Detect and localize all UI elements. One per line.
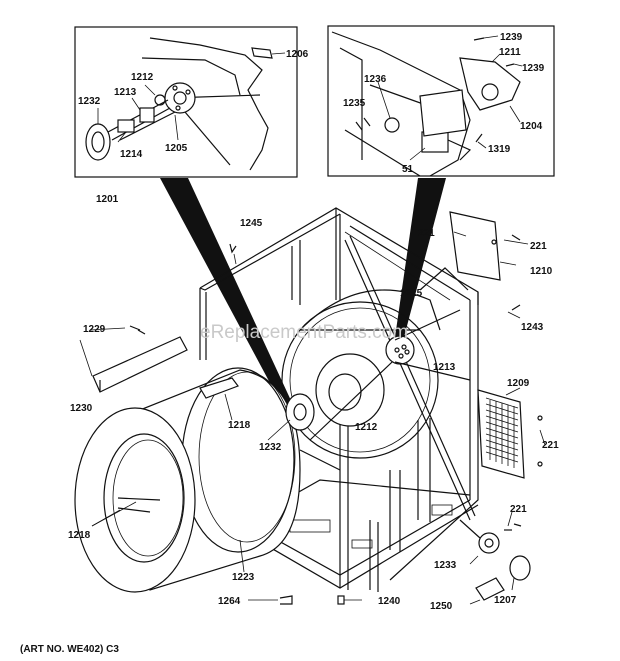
duct-panel-1210 — [449, 211, 529, 281]
label-1229: 1229 — [83, 324, 106, 335]
label-1223: 1223 — [232, 572, 255, 583]
label-1240: 1240 — [378, 596, 401, 607]
label-51: 51 — [402, 164, 414, 175]
label-1239-top: 1239 — [500, 32, 523, 43]
label-1204: 1204 — [520, 121, 543, 132]
rear-bulkhead — [281, 289, 471, 459]
label-1205: 1205 — [165, 143, 188, 154]
label-1230: 1230 — [70, 403, 93, 414]
label-1236: 1236 — [364, 74, 387, 85]
base-fasteners — [229, 243, 362, 605]
label-221-bottom: 221 — [510, 504, 527, 515]
label-1214: 1214 — [120, 149, 143, 160]
label-1319: 1319 — [488, 144, 511, 155]
art-number-caption: (ART NO. WE402) C3 — [20, 644, 119, 655]
label-1218-top: 1218 — [228, 420, 251, 431]
label-1233: 1233 — [434, 560, 457, 571]
label-1212: 1212 — [131, 72, 154, 83]
label-221-top: 221 — [418, 228, 435, 239]
label-1206: 1206 — [286, 49, 309, 60]
label-1264: 1264 — [218, 596, 241, 607]
label-1215: 1215 — [400, 288, 423, 299]
label-1245: 1245 — [240, 218, 263, 229]
thermostat-parts — [459, 304, 531, 605]
label-1207: 1207 — [494, 595, 517, 606]
left-inset-detail — [74, 26, 298, 178]
access-panel-1209 — [477, 387, 546, 479]
label-1213: 1213 — [114, 87, 137, 98]
label-1235: 1235 — [343, 98, 366, 109]
left-inset-labels: 1206 1212 1213 1232 1214 1205 1201 — [78, 49, 309, 205]
label-1232: 1232 — [78, 96, 101, 107]
label-221-right: 221 — [530, 241, 547, 252]
drum-1223 — [74, 367, 315, 593]
label-1201: 1201 — [96, 194, 119, 205]
right-inset-labels: 1239 1211 1239 1236 1235 1204 1319 51 — [343, 32, 545, 175]
label-1213: 1213 — [433, 362, 456, 373]
label-1211: 1211 — [499, 47, 521, 58]
label-1210: 1210 — [530, 266, 553, 277]
watermark-text: eReplacementParts.com — [200, 322, 408, 343]
right-inset-detail — [327, 25, 555, 177]
main-labels: 1245 221 221 1210 1229 1215 1243 1209 12… — [68, 218, 559, 612]
label-1209: 1209 — [507, 378, 530, 389]
label-221-panel: 221 — [542, 440, 559, 451]
label-1243: 1243 — [521, 322, 544, 333]
label-1239: 1239 — [522, 63, 545, 74]
label-1218-bottom: 1218 — [68, 530, 91, 541]
label-1250: 1250 — [430, 601, 453, 612]
label-1212: 1212 — [355, 422, 378, 433]
label-1232: 1232 — [259, 442, 282, 453]
trim-strip-1230 — [79, 325, 188, 393]
